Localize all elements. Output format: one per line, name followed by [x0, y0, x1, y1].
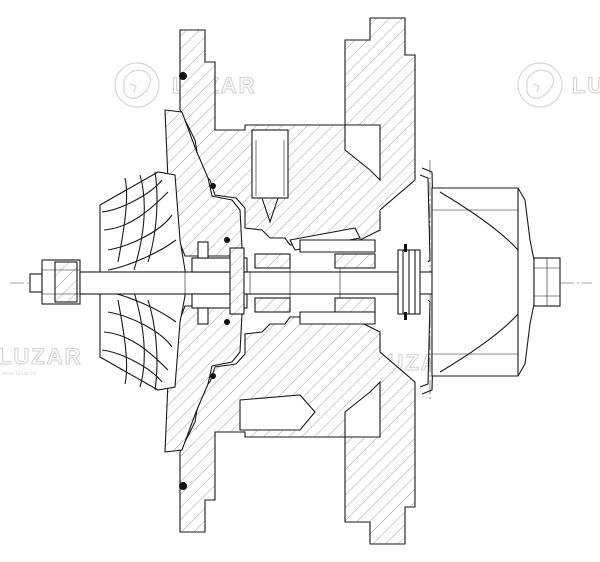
watermark-brand: LUZAR [572, 73, 600, 98]
panther-head-icon [517, 62, 563, 108]
bearing-housing [179, 17, 416, 545]
panther-head-icon [114, 62, 160, 108]
watermark-mid-left: LUZAR www.luzar.ru [0, 343, 83, 377]
piston-rings [397, 244, 421, 320]
o-rings [179, 72, 230, 490]
seal-plate [164, 109, 243, 453]
turbine-nut [533, 257, 561, 307]
turbine-wheel [431, 187, 535, 377]
journal-bearings [254, 227, 376, 325]
compressor-nut [29, 259, 81, 305]
watermark-tagline: www.luzar.ru [2, 371, 36, 377]
watermark-brand: LUZAR [0, 344, 83, 369]
thrust-collar [191, 241, 248, 325]
watermark-top-right: LUZAR [517, 62, 600, 108]
